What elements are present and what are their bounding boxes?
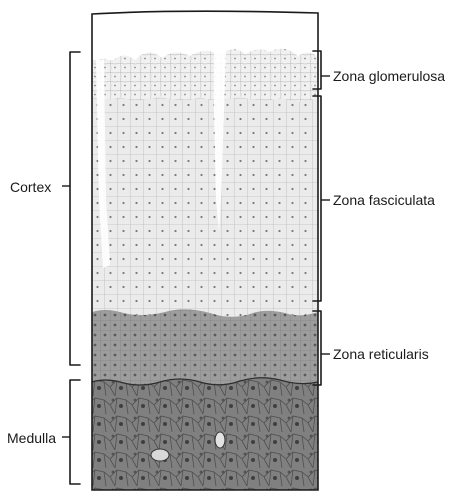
medulla-region [92,378,318,490]
label-zona-reticularis: Zona reticularis [333,346,429,362]
label-cortex: Cortex [10,179,51,195]
medulla-vessel-2 [215,432,225,448]
cortex-bracket [70,52,80,365]
tissue-section [92,10,318,490]
label-medulla: Medulla [7,430,56,446]
zona-glomerulosa-region [92,49,318,102]
zona-reticularis-region [92,309,318,385]
medulla-vessel [151,449,169,461]
medulla-bracket [70,380,80,484]
label-zona-fasciculata: Zona fasciculata [333,192,435,208]
label-zona-glomerulosa: Zona glomerulosa [333,68,445,84]
